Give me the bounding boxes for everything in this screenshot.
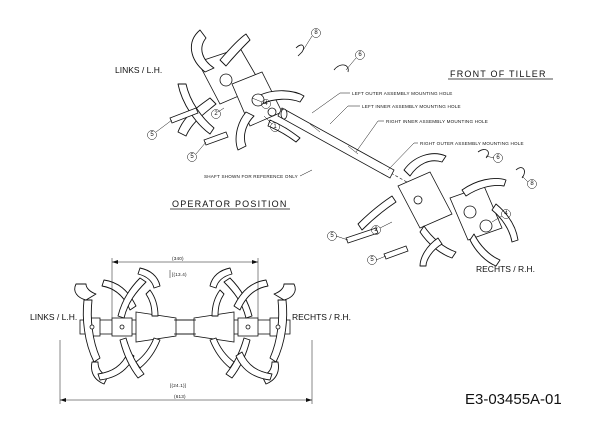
callout-5b-left: 5 (190, 154, 194, 160)
top-annotations: LINKS / L.H. FRONT OF TILLER LEFT OUTER … (115, 65, 553, 274)
right-outer-hole-label: RIGHT OUTER ASSEMBLY MOUNTING HOLE (420, 141, 524, 146)
callout-5a-left: 5 (150, 132, 154, 138)
shaft-reference (277, 107, 415, 187)
right-inner-hole-label: RIGHT INNER ASSEMBLY MOUNTING HOLE (386, 119, 488, 124)
callout-5a-right: 5 (330, 233, 334, 239)
links-top-label: LINKS / L.H. (115, 65, 162, 75)
rechts-right-label: RECHTS / R.H. (476, 264, 535, 274)
left-outer-hole-label: LEFT OUTER ASSEMBLY MOUNTING HOLE (352, 91, 453, 96)
right-tine-assembly-exploded (335, 149, 529, 267)
callout-2-right: 2 (374, 227, 378, 233)
part-code: E3-03455A-01 (465, 391, 562, 408)
callout-5b-right: 5 (370, 257, 374, 263)
links-bottom-label: LINKS / L.H. (30, 312, 77, 322)
shaft-note-label: SHAFT SHOWN FOR REFERENCE ONLY (204, 174, 298, 179)
right-callouts: 6 8 5 5 2 4 (327, 153, 537, 265)
dim-13-4-label: [(13.4) (172, 272, 187, 277)
callout-6-left: 6 (358, 52, 362, 58)
dim-340-label: (340) (172, 256, 184, 261)
callout-4-right: 4 (504, 211, 508, 217)
left-tine-assembly-exploded (155, 29, 357, 155)
dim-24-1-label: [(24.1)] (170, 383, 186, 388)
callout-2-left: 2 (214, 111, 218, 117)
dim-613-label: (613) (174, 394, 186, 399)
assembled-tine-view (74, 267, 296, 385)
operator-position-label: OPERATOR POSITION (172, 199, 288, 209)
front-of-tiller-label: FRONT OF TILLER (450, 69, 547, 79)
callout-8-right: 8 (530, 181, 534, 187)
rechts-bottom-label: RECHTS / R.H. (292, 312, 351, 322)
callout-8-left: 8 (314, 30, 318, 36)
callout-6-right: 6 (496, 155, 500, 161)
left-inner-hole-label: LEFT INNER ASSEMBLY MOUNTING HOLE (362, 104, 461, 109)
left-callouts: 8 6 5 5 2 1 4 (147, 28, 365, 162)
callout-4-left: 4 (264, 101, 268, 107)
callout-1-left: 1 (273, 124, 277, 130)
dimension-lines: (340) [(13.4) [(24.1)] (613) (59, 256, 313, 404)
